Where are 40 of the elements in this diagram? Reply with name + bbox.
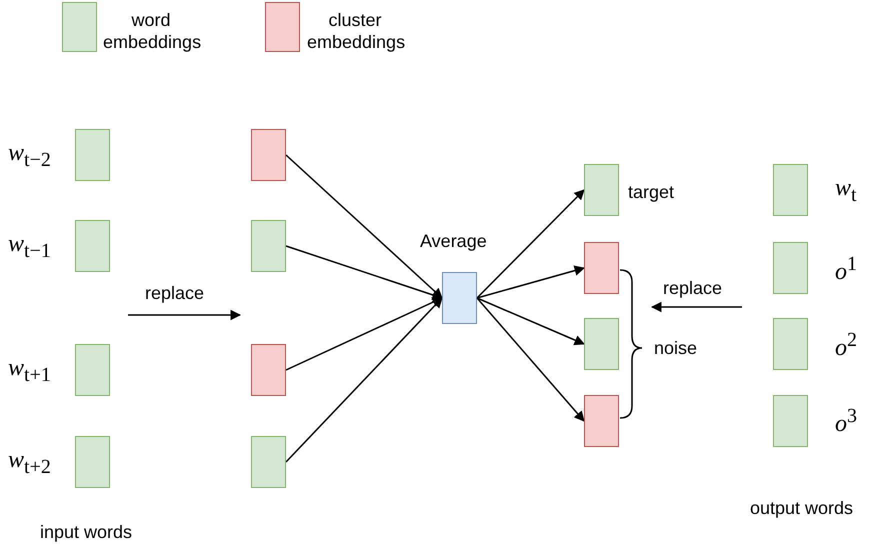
word-symbol: w$_{t−2}$	[8, 142, 51, 171]
text-label: output words	[750, 497, 854, 519]
arrow	[476, 266, 585, 299]
word-symbol: o$^{2}$	[835, 329, 857, 359]
text-label: noise	[654, 337, 698, 359]
cluster-embedding-box	[251, 129, 286, 181]
word-embedding-box	[75, 129, 110, 181]
word-embedding-box	[584, 318, 619, 370]
word-symbol: w$_{t+2}$	[8, 449, 51, 478]
box-caption: target	[628, 181, 674, 203]
text-label: input words	[40, 521, 132, 543]
arrow	[476, 298, 585, 422]
text-label: replace	[145, 282, 204, 304]
word-embedding-box	[773, 242, 808, 294]
word-embedding-box	[773, 318, 808, 370]
arrow	[286, 154, 443, 299]
word-embedding-box	[75, 220, 110, 272]
cluster-embedding-box	[584, 395, 619, 447]
word-symbol: w$_{t}$	[835, 177, 857, 206]
arrow	[476, 297, 585, 346]
arrow	[476, 189, 585, 299]
word-symbol: w$_{t−1}$	[8, 233, 51, 262]
word-symbol: o$^{1}$	[835, 253, 857, 283]
word-embedding-box	[584, 164, 619, 216]
word-embedding-box	[75, 436, 110, 488]
word-embedding-box	[773, 395, 808, 447]
average-box	[442, 272, 477, 324]
word-embedding-box	[251, 220, 286, 272]
legend-label: word embeddings	[103, 9, 199, 53]
box-caption: Average	[420, 230, 487, 252]
text-label: replace	[663, 277, 722, 299]
word-embedding-box	[75, 344, 110, 396]
word-embedding-box	[251, 436, 286, 488]
arrow	[285, 297, 443, 463]
cluster-embedding-box	[251, 344, 286, 396]
legend-label: cluster embeddings	[307, 9, 403, 53]
word-symbol: w$_{t+1}$	[8, 357, 51, 386]
cluster-embedding-box	[584, 242, 619, 294]
word-symbol: o$^{3}$	[835, 405, 857, 435]
word-embedding-box	[773, 164, 808, 216]
